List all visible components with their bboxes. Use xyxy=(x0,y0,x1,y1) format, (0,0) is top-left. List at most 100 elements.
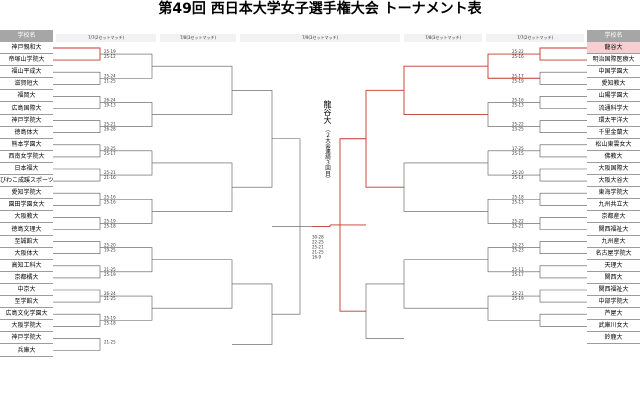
champion-name: 龍谷大 xyxy=(323,100,332,124)
left-score: 25-17 xyxy=(104,151,116,156)
left-score: 26-28 xyxy=(104,127,116,132)
left-score: 25-18 xyxy=(104,320,116,325)
left-team-9: 熊本学園大 xyxy=(0,139,53,151)
right-r1-bracket xyxy=(539,120,587,133)
left-team-17: 至誠館大 xyxy=(0,236,53,248)
right-team-6: 流通科学大 xyxy=(587,103,640,115)
left-team-6: 広島国際大 xyxy=(0,103,53,115)
left-team-13: 愛知学院大 xyxy=(0,187,53,200)
left-r4-bracket xyxy=(232,283,273,345)
right-r4-bracket xyxy=(365,283,404,339)
left-score: 25-21 xyxy=(104,122,116,127)
right-r1-bracket xyxy=(539,192,587,206)
right-score: 25-22 xyxy=(512,49,524,54)
left-team-3: 福山平成大 xyxy=(0,66,53,79)
left-r1-bracket xyxy=(53,47,101,61)
left-score: 25-16 xyxy=(104,199,116,204)
final-score-4: 21-25 xyxy=(312,249,324,254)
left-team-11: 日本福大 xyxy=(0,163,53,175)
left-score: 25-19 xyxy=(104,49,116,54)
right-r1-bracket xyxy=(539,71,587,85)
left-r1-bracket xyxy=(53,265,101,279)
right-r1-bracket xyxy=(539,241,587,254)
right-score: 25-14 xyxy=(512,175,524,180)
right-team-3: 中国学園大 xyxy=(587,66,640,79)
right-score: 25-21 xyxy=(512,223,524,228)
right-score: 25-19 xyxy=(512,296,524,301)
right-r1-bracket xyxy=(539,217,587,230)
right-r1-bracket xyxy=(539,168,587,182)
final-score-3: 25-21 xyxy=(312,244,324,249)
right-score: 25-16 xyxy=(512,54,524,59)
left-team-22: 至学館大 xyxy=(0,296,53,309)
right-r1-bracket xyxy=(539,96,587,109)
right-score: 25-15 xyxy=(512,151,524,156)
left-r1-bracket xyxy=(53,289,101,303)
left-r1-bracket xyxy=(53,168,101,182)
right-team-14: 九州共立大 xyxy=(587,199,640,212)
left-team-14: 園田学園女大 xyxy=(0,199,53,212)
right-team-21: 関西福祉大 xyxy=(587,284,640,296)
right-r1-bracket xyxy=(539,313,587,327)
left-r1-bracket xyxy=(53,192,101,206)
left-score: 25-20 xyxy=(104,243,116,248)
right-team-2: 明治国際医療大 xyxy=(587,54,640,67)
left-r4-bracket xyxy=(232,90,273,188)
left-score: 26-24 xyxy=(104,97,116,102)
round-header-4: 7/8(3セットマッチ) xyxy=(404,34,482,42)
right-r1-bracket xyxy=(539,289,587,303)
right-r1-bracket xyxy=(539,265,587,279)
left-score: 25-19 xyxy=(104,218,116,223)
right-score: 25-19 xyxy=(512,78,524,83)
left-team-15: 大阪教大 xyxy=(0,211,53,224)
left-team-19: 高知工科大 xyxy=(0,260,53,272)
left-team-18: 大阪体大 xyxy=(0,248,53,260)
right-team-20: 関西大 xyxy=(587,272,640,284)
right-team-13: 東海学院大 xyxy=(587,187,640,200)
right-r1-bracket xyxy=(539,47,587,61)
left-team-26: 兵庫大 xyxy=(0,345,53,357)
left-team-1: 神戸親和大 xyxy=(0,42,53,54)
left-r1-bracket xyxy=(53,71,101,85)
left-score: 21-25 xyxy=(104,267,116,272)
left-r1-bracket xyxy=(53,338,101,351)
left-score: 21-25 xyxy=(104,339,116,344)
right-r3-bracket xyxy=(403,162,488,212)
right-score: 25-23 xyxy=(512,248,524,253)
right-team-8: 千里金蘭大 xyxy=(587,127,640,139)
right-score: 25-13 xyxy=(512,199,524,204)
left-score: 25-16 xyxy=(104,194,116,199)
left-score: 25-21 xyxy=(104,170,116,175)
school-header-right: 学校名 xyxy=(587,30,640,42)
left-team-20: 京都橘大 xyxy=(0,272,53,284)
right-team-22: 中部学院大 xyxy=(587,296,640,309)
left-score: 26-24 xyxy=(104,291,116,296)
left-score: 21-16 xyxy=(104,175,116,180)
left-r1-bracket xyxy=(53,241,101,254)
right-team-9: 松山東雲女大 xyxy=(587,139,640,151)
right-score: 23-25 xyxy=(512,127,524,132)
left-score: 20-25 xyxy=(104,146,116,151)
left-score: 25-24 xyxy=(104,73,116,78)
final-score-1: 30-28 xyxy=(312,234,324,239)
right-team-23: 芦屋大 xyxy=(587,308,640,321)
left-r1-bracket xyxy=(53,313,101,327)
champion-box: 龍谷大 （２大会連続３回目） xyxy=(310,100,332,182)
left-team-12: びわこ成蹊スポーツ大 xyxy=(0,175,53,188)
right-team-15: 京都産大 xyxy=(587,211,640,224)
right-score: 25-21 xyxy=(512,291,524,296)
left-r1-bracket xyxy=(53,144,101,158)
right-score: 25-11 xyxy=(512,267,524,272)
left-team-23: 広島文化学園大 xyxy=(0,308,53,321)
left-r3-bracket xyxy=(152,259,233,309)
left-score: 25-12 xyxy=(104,54,116,59)
left-r1-bracket xyxy=(53,96,101,109)
left-r3-bracket xyxy=(152,65,233,115)
left-team-10: 西南女学院大 xyxy=(0,151,53,163)
right-team-7: 環太平洋大 xyxy=(587,115,640,127)
page-title: 第49回 西日本大学女子選手権大会 トーナメント表 xyxy=(158,1,482,17)
right-team-4: 愛知教大 xyxy=(587,78,640,91)
left-score: 25-19 xyxy=(104,272,116,277)
right-team-12: 大阪大谷大 xyxy=(587,175,640,188)
